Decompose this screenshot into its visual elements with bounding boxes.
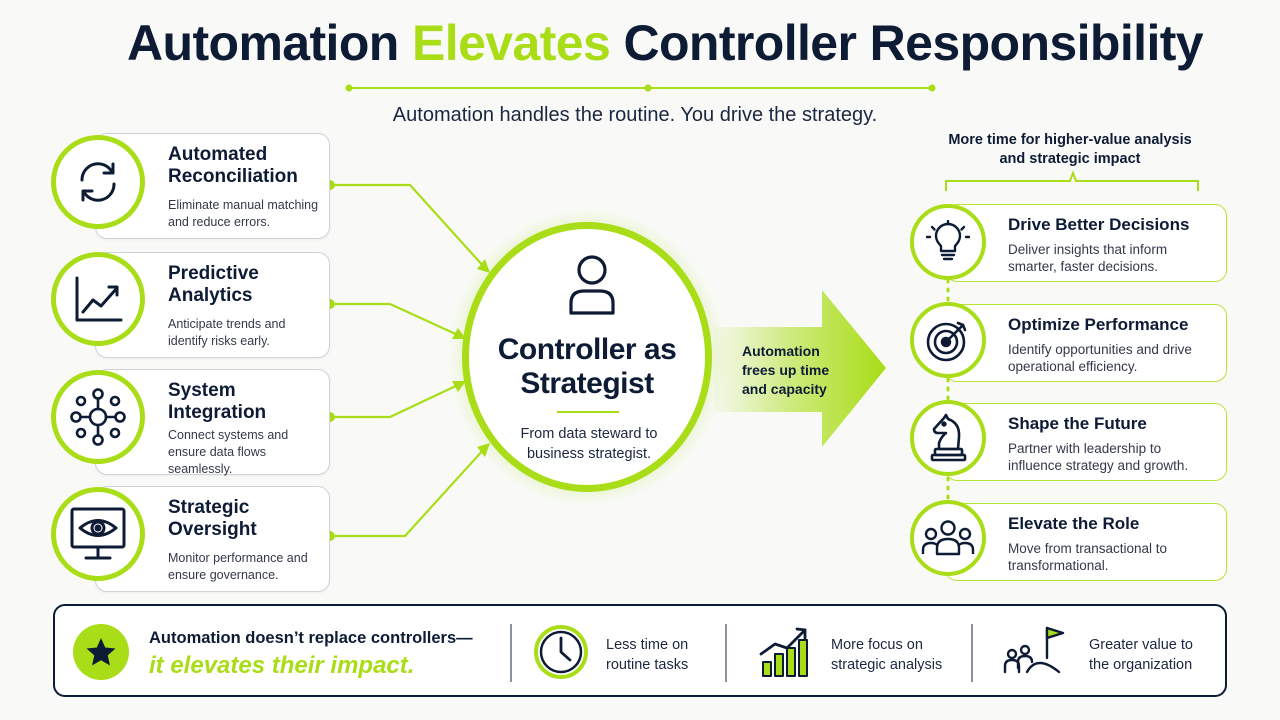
benefit-more-focus: More focus on strategic analysis [831, 637, 943, 673]
card-title: System Integration [168, 380, 267, 423]
subtitle: Automation handles the routine. You driv… [392, 104, 878, 126]
sync-arrows-icon [51, 135, 145, 229]
divider [971, 624, 973, 682]
bottom-summary-bar: Automation doesn’t replace controllers— … [53, 604, 1227, 697]
big-arrow [714, 290, 886, 447]
bottom-statement-accent: it elevates their impact. [149, 652, 415, 679]
card-optimize-performance: Optimize Performance Identify opportunit… [945, 304, 1227, 382]
card-title: Drive Better Decisions [1008, 215, 1190, 234]
card-description: Eliminate manual matching and reduce err… [168, 198, 319, 229]
team-icon [910, 500, 986, 576]
card-title: Strategic Oversight [168, 497, 257, 540]
card-title: Elevate the Role [1008, 514, 1140, 533]
bottom-statement: Automation doesn’t replace controllers— [149, 629, 473, 647]
title-accent: Elevates [412, 15, 611, 71]
card-elevate-the-role: Elevate the Role Move from transactional… [945, 503, 1227, 581]
benefit-greater-value: Greater value to the organization [1089, 637, 1193, 673]
central-description: From data steward to business strategist… [520, 426, 658, 462]
star-icon [73, 624, 129, 680]
card-title: Optimize Performance [1008, 315, 1189, 334]
card-title: Shape the Future [1008, 414, 1147, 433]
card-shape-the-future: Shape the Future Partner with leadership… [945, 403, 1227, 481]
arrow-label: Automation frees up time and capacity [742, 343, 830, 397]
summit-flag-icon [1003, 624, 1065, 680]
card-description: Connect systems and ensure data flows se… [168, 428, 289, 476]
title-underline [345, 84, 936, 92]
divider [725, 624, 727, 682]
title-part-2: Controller Responsibility [623, 15, 1203, 71]
central-divider [557, 411, 619, 413]
lightbulb-icon [910, 204, 986, 280]
central-circle: Controller as Strategist From data stewa… [462, 222, 712, 492]
title-part-1: Automation [127, 15, 399, 71]
card-description: Partner with leadership to influence str… [1008, 441, 1189, 473]
card-description: Identify opportunities and drive operati… [1008, 342, 1192, 374]
card-drive-better-decisions: Drive Better Decisions Deliver insights … [945, 204, 1227, 282]
eye-monitor-icon [51, 487, 145, 581]
right-bracket [945, 170, 1199, 191]
central-title: Controller as Strategist [497, 333, 677, 400]
right-header: More time for higher-value analysis and … [948, 132, 1192, 167]
card-title: Automated Reconciliation [168, 144, 298, 187]
clock-icon [533, 624, 589, 680]
growth-chart-icon [757, 624, 813, 680]
chess-knight-icon [910, 400, 986, 476]
person-icon [569, 255, 615, 315]
left-connectors [330, 183, 486, 538]
card-description: Move from transactional to transformatio… [1008, 541, 1168, 573]
target-icon [910, 302, 986, 378]
trend-chart-icon [51, 252, 145, 346]
network-hub-icon [51, 370, 145, 464]
card-title: Predictive Analytics [168, 263, 259, 306]
card-description: Anticipate trends and identify risks ear… [168, 317, 286, 348]
divider [510, 624, 512, 682]
card-description: Deliver insights that inform smarter, fa… [1008, 242, 1168, 274]
card-description: Monitor performance and ensure governanc… [168, 551, 308, 582]
benefit-less-time: Less time on routine tasks [606, 637, 689, 673]
page-title: Automation Elevates Controller Responsib… [0, 14, 1280, 72]
